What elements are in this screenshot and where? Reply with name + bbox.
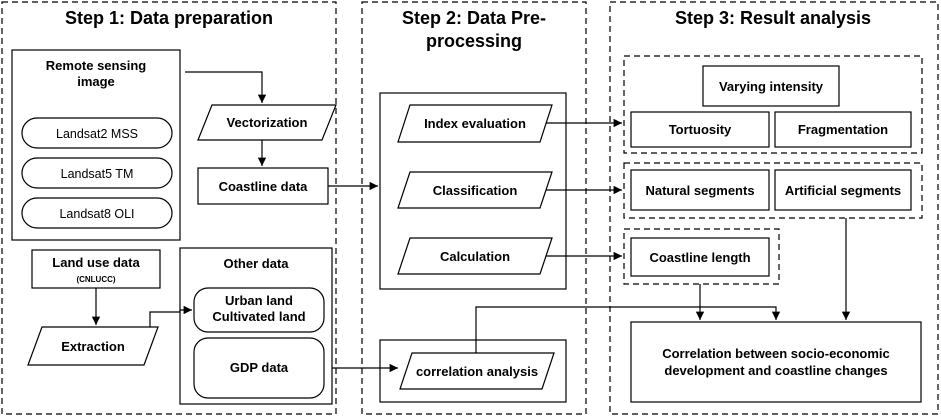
step2-title-line1: Step 2: Data Pre- bbox=[402, 8, 546, 28]
urban-land-label: Urban land bbox=[225, 293, 293, 308]
remote-sensing-group: Remote sensing image Landsat2 MSS Landsa… bbox=[11, 49, 181, 241]
calculation-label: Calculation bbox=[440, 249, 510, 264]
land-use-sub-label: (CNLUCC) bbox=[76, 275, 115, 284]
extraction-label: Extraction bbox=[61, 339, 125, 354]
index-evaluation-box bbox=[397, 104, 553, 143]
vectorization-label: Vectorization bbox=[227, 115, 308, 130]
artificial-segments-label: Artificial segments bbox=[785, 183, 901, 198]
sensor-landsat2-label: Landsat2 MSS bbox=[56, 127, 138, 141]
coastline-data-label: Coastline data bbox=[219, 179, 309, 194]
step3-title: Step 3: Result analysis bbox=[675, 8, 871, 28]
natural-segments-box bbox=[630, 169, 770, 211]
land-use-box bbox=[31, 249, 161, 289]
coastline-data-box bbox=[197, 167, 329, 205]
cultivated-land-label: Cultivated land bbox=[212, 309, 305, 324]
sensor-landsat2-box bbox=[21, 117, 173, 149]
gdp-data-label: GDP data bbox=[230, 360, 289, 375]
natural-segments-label: Natural segments bbox=[645, 183, 754, 198]
arrow-remote-to-vectorization bbox=[185, 71, 267, 103]
sensor-landsat5-label: Landsat5 TM bbox=[61, 167, 134, 181]
tortuosity-box bbox=[630, 111, 770, 148]
correlation-result-line2: development and coastline changes bbox=[664, 363, 887, 378]
other-data-group: Other data Urban land Cultivated land GD… bbox=[179, 247, 333, 405]
coastline-length-label: Coastline length bbox=[649, 250, 750, 265]
fragmentation-box bbox=[774, 111, 912, 148]
other-data-title: Other data bbox=[223, 256, 289, 271]
varying-intensity-label: Varying intensity bbox=[719, 79, 824, 94]
sensor-landsat8-box bbox=[21, 197, 173, 229]
classification-box bbox=[397, 171, 553, 209]
sensor-landsat8-label: Landsat8 OLI bbox=[59, 207, 134, 221]
extraction-box bbox=[27, 326, 159, 366]
correlation-analysis-label: correlation analysis bbox=[416, 364, 538, 379]
classification-label: Classification bbox=[433, 183, 518, 198]
remote-sensing-title-line2: image bbox=[77, 74, 115, 89]
coastline-length-box bbox=[630, 237, 770, 277]
tortuosity-label: Tortuosity bbox=[669, 122, 732, 137]
step1-title: Step 1: Data preparation bbox=[65, 8, 273, 28]
step2-title-line2: processing bbox=[426, 31, 522, 51]
vectorization-box bbox=[197, 104, 337, 141]
index-evaluation-label: Index evaluation bbox=[424, 116, 526, 131]
calculation-box bbox=[397, 237, 553, 275]
varying-intensity-box bbox=[702, 65, 840, 107]
land-type-box bbox=[193, 287, 325, 333]
fragmentation-label: Fragmentation bbox=[798, 122, 888, 137]
correlation-result-line1: Correlation between socio-economic bbox=[662, 346, 890, 361]
artificial-segments-box bbox=[774, 169, 912, 211]
sensor-landsat5-box bbox=[21, 157, 173, 189]
correlation-analysis-box bbox=[399, 352, 555, 390]
arrow-extraction-to-urban bbox=[149, 305, 192, 327]
arrow-correlation-to-result bbox=[475, 306, 781, 353]
gdp-data-box bbox=[193, 337, 325, 399]
remote-sensing-title-line1: Remote sensing bbox=[46, 58, 146, 73]
correlation-result-box bbox=[630, 321, 922, 403]
land-use-label: Land use data bbox=[52, 255, 140, 270]
